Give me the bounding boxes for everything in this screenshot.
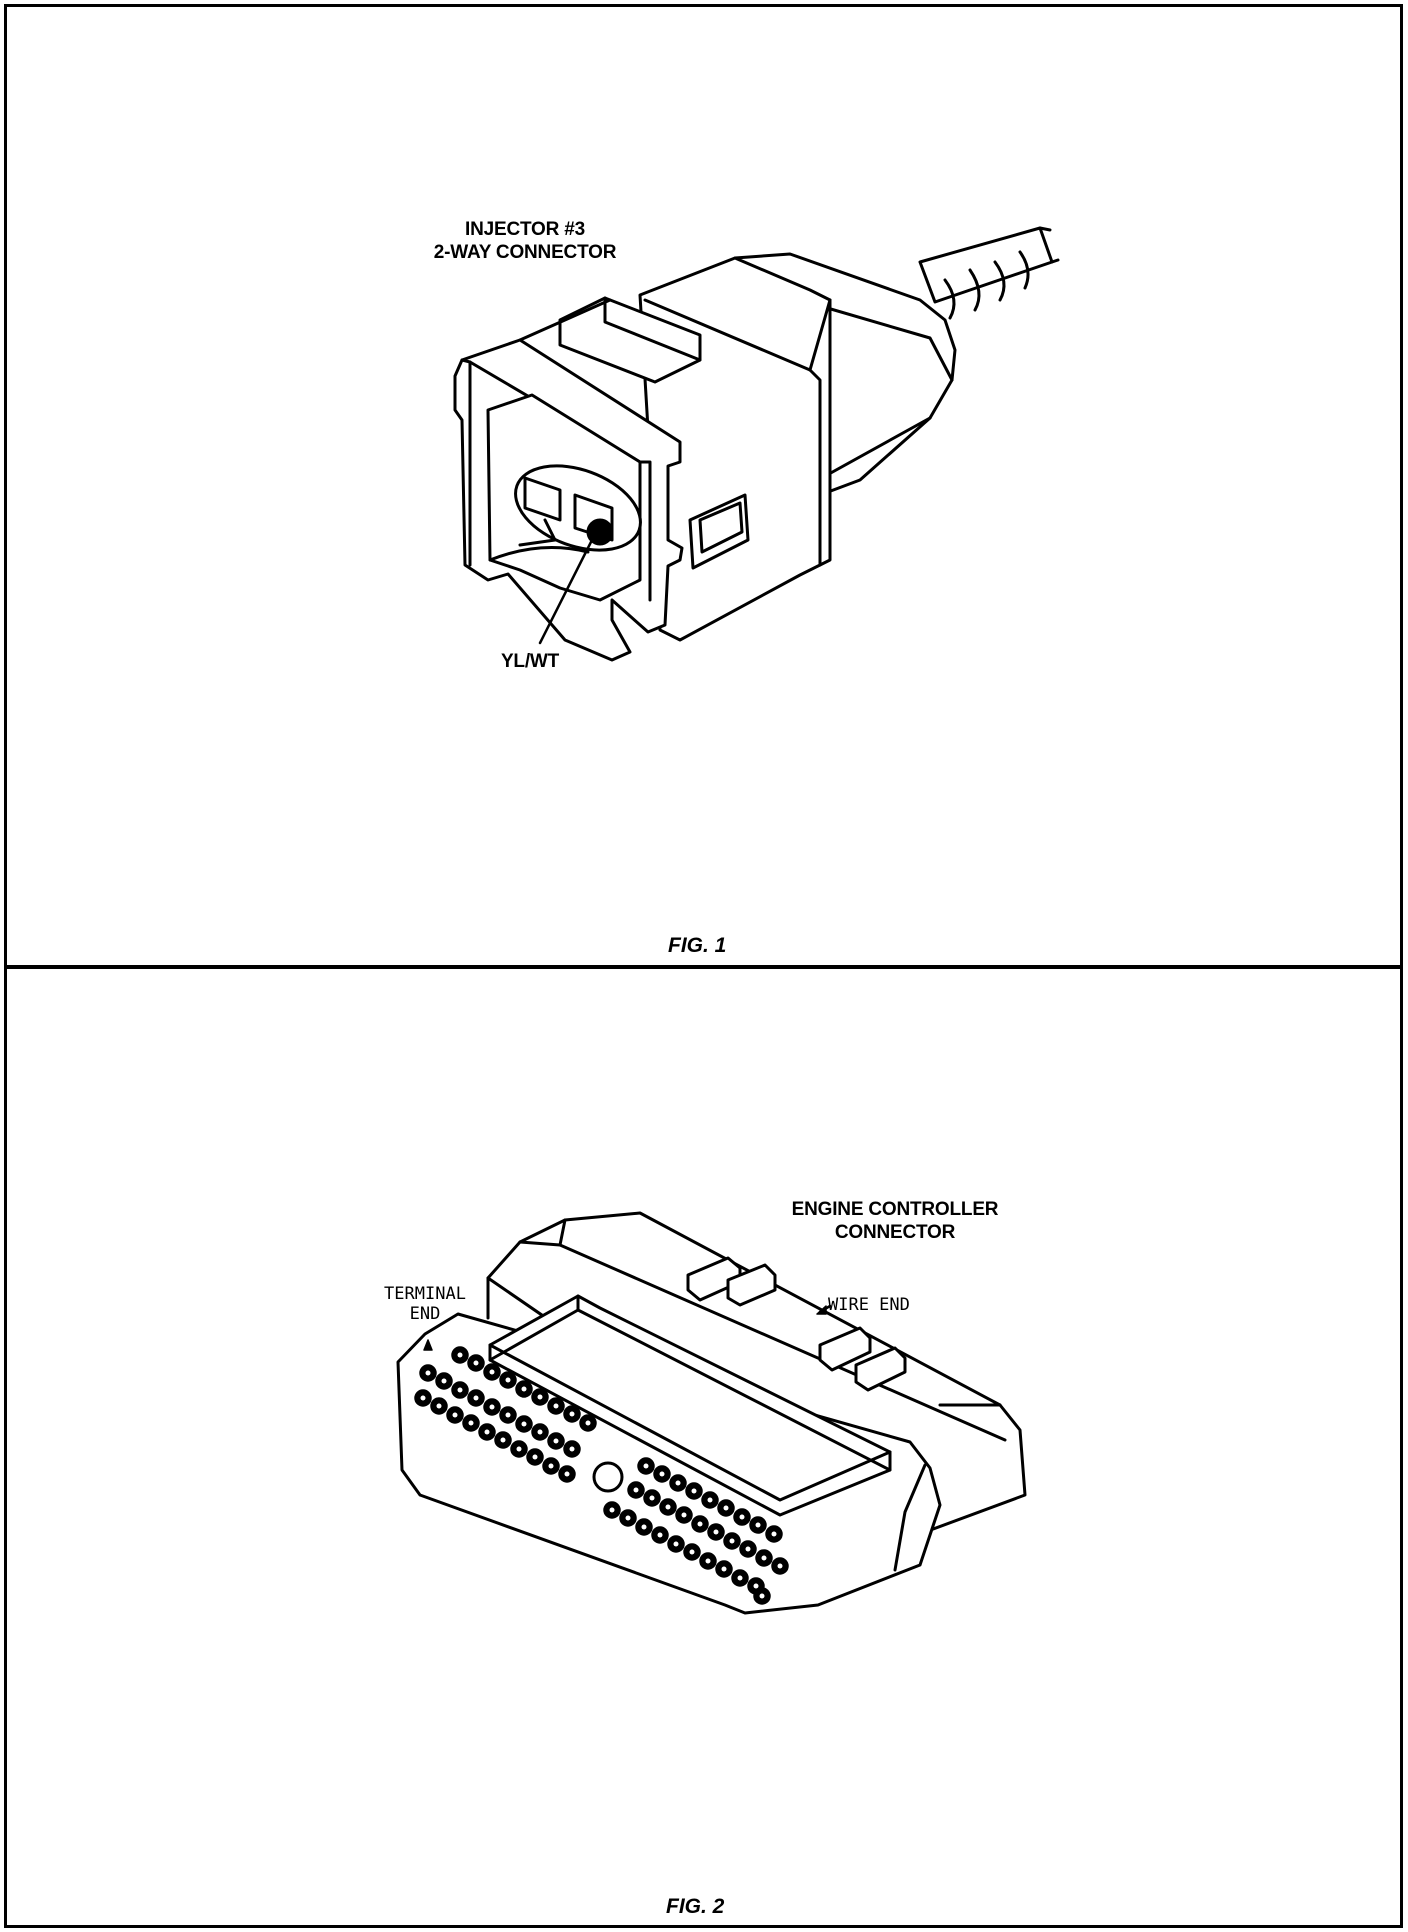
injector-title-line2: 2-WAY CONNECTOR [433, 242, 617, 263]
terminal-end-label: TERMINAL END [370, 1284, 480, 1324]
terminal-end-line2: END [409, 1304, 441, 1324]
injector-connector-drawing [453, 226, 1060, 662]
engine-controller-connector-drawing [396, 1211, 1027, 1615]
figure-1-caption: FIG. 1 [668, 934, 727, 957]
wire-end-label: WIRE END [828, 1295, 910, 1315]
figure-2-caption: FIG. 2 [666, 1895, 725, 1918]
wire-color-label: YL/WT [500, 651, 560, 672]
engine-controller-title-line2: CONNECTOR [834, 1222, 956, 1243]
injector-title: INJECTOR #3 2-WAY CONNECTOR [400, 218, 650, 264]
injector-title-line1: INJECTOR #3 [465, 219, 585, 240]
terminal-end-line1: TERMINAL [384, 1284, 466, 1304]
engine-controller-title: ENGINE CONTROLLER CONNECTOR [755, 1198, 1035, 1244]
engine-controller-title-line1: ENGINE CONTROLLER [791, 1199, 999, 1220]
